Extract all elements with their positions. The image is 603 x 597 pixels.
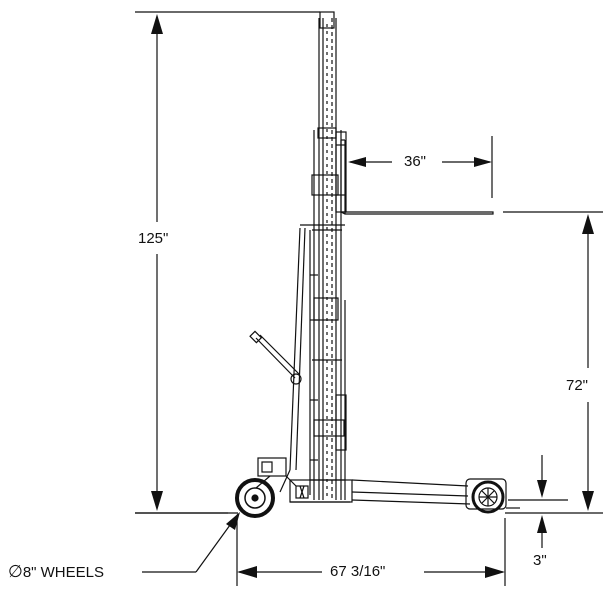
lift-height-label: 72": [566, 377, 589, 395]
overall-length-dimension: [236, 518, 506, 586]
handle-frame: [279, 227, 306, 493]
wheels-label: ∅8" WHEELS: [8, 563, 104, 582]
fork-length-label: 36": [404, 153, 427, 171]
lift-height-dimension: [503, 211, 603, 514]
diameter-symbol: ∅: [8, 562, 23, 581]
ground-clearance-dimension: [508, 455, 568, 548]
rear-wheel: [235, 478, 275, 518]
wheels-text: 8" WHEELS: [22, 564, 104, 581]
ground-clearance-label: 3": [533, 552, 547, 570]
pump-lever: [249, 330, 302, 385]
fork-length-dimension: [348, 136, 493, 198]
overall-height-dimension: [135, 11, 320, 514]
base-legs: [289, 479, 471, 505]
overall-height-label: 125": [138, 230, 169, 248]
wheels-leader: [142, 512, 240, 573]
forks: [340, 139, 494, 215]
front-wheel: [465, 478, 520, 514]
mast: [300, 11, 347, 500]
overall-length-label: 67 3/16": [330, 563, 386, 581]
